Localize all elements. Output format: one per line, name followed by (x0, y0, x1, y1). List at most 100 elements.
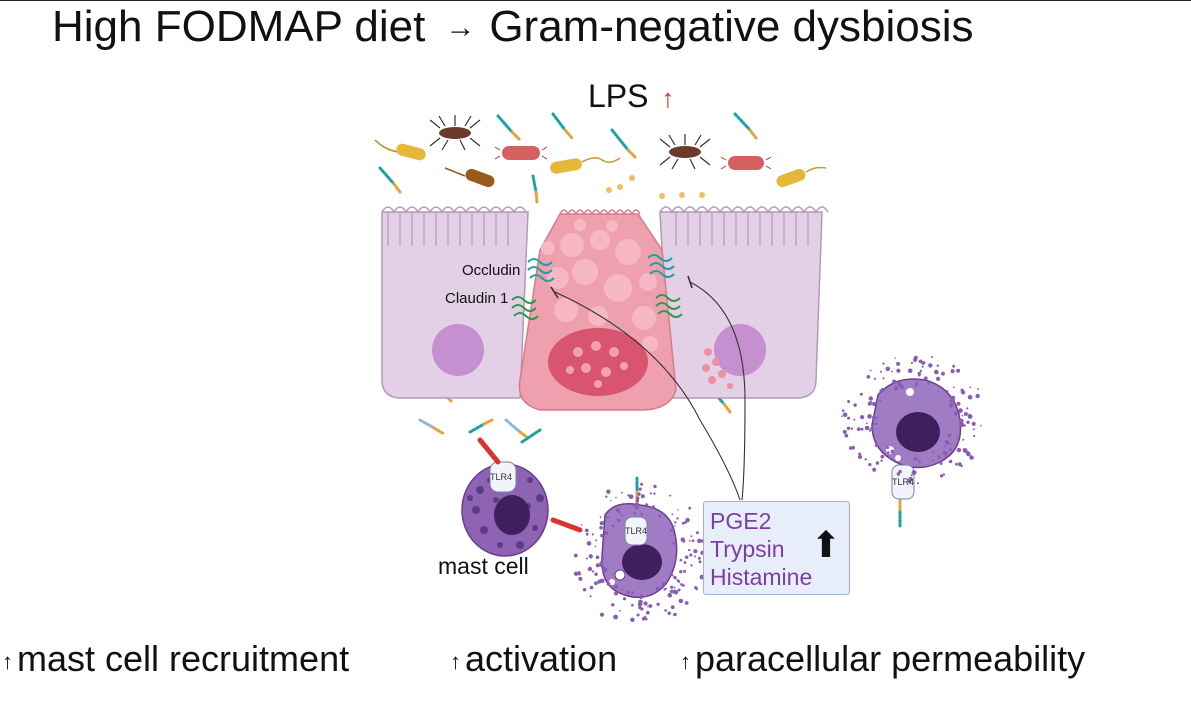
tlr4-receptor-icon (489, 461, 517, 493)
granule-dot (844, 433, 849, 438)
granule-dot (966, 420, 970, 424)
granule-dot (945, 440, 950, 445)
title-left: High FODMAP diet (52, 2, 426, 51)
granule-dot (694, 555, 696, 558)
granule-dot (638, 606, 642, 610)
granule-dot (937, 455, 941, 459)
granule-dot (913, 355, 918, 360)
granule-dot (868, 429, 872, 432)
granule-dot (936, 364, 939, 367)
granule-dot (871, 401, 877, 406)
granule-dot (669, 494, 672, 497)
granule-dot (917, 482, 919, 485)
granule-dot (631, 603, 634, 607)
granule-dot (872, 415, 876, 420)
granule-dot (638, 487, 642, 491)
granule-dot (644, 602, 648, 605)
granule-dot (956, 447, 962, 453)
granule-dot (977, 388, 979, 391)
granule-dot (599, 612, 605, 617)
granule-dot (586, 557, 588, 560)
granule-dot (853, 403, 857, 407)
tight-junction-claudin-right-icon (655, 294, 683, 318)
granule-dot (610, 499, 612, 502)
granule-dot (678, 598, 683, 604)
granule-dot (973, 434, 976, 438)
granule-dot (636, 496, 640, 500)
granule-dot (634, 502, 640, 508)
granule-dot (695, 531, 699, 535)
granule-dot (640, 494, 645, 499)
granule-dot (594, 581, 598, 586)
granule-dot (658, 514, 662, 518)
granule-dot (948, 443, 951, 446)
granule-dot (939, 462, 943, 465)
figure-title: High FODMAP diet→Gram-negative dysbiosis (52, 2, 974, 52)
granule-dot (656, 602, 660, 606)
granule-dot (919, 369, 923, 373)
granule-dot (896, 368, 901, 373)
granule-dot (628, 494, 634, 500)
granule-dot (622, 597, 627, 601)
granule-dot (677, 509, 679, 511)
granule-dot (616, 518, 619, 521)
granule-dot (869, 369, 872, 372)
granule-dot (606, 516, 610, 519)
granule-dot (677, 588, 681, 592)
granule-dot (689, 553, 693, 557)
granule-dot (595, 539, 598, 542)
bacteria-group (374, 115, 827, 188)
granule-dot (914, 383, 918, 387)
granule-dot (961, 414, 964, 417)
granule-dot (595, 555, 600, 560)
granule-dot (689, 539, 691, 542)
granule-dot (580, 524, 583, 526)
granule-dot (591, 533, 594, 536)
granule-dot (586, 541, 592, 546)
granule-dot (969, 386, 972, 389)
granule-dot (573, 553, 578, 558)
granule-dot (923, 376, 928, 381)
granule-dot (620, 514, 624, 517)
granule-dot (578, 570, 580, 573)
granule-dot (913, 457, 917, 461)
granule-dot (613, 584, 619, 589)
granule-dot (626, 590, 630, 595)
granule-dot (966, 407, 969, 410)
granule-dot (842, 429, 847, 434)
granule-dot (841, 409, 845, 413)
granule-dot (856, 427, 861, 431)
degranulation-particles (573, 355, 982, 622)
mediator-histamine: Histamine (710, 564, 813, 590)
mast-cell-nucleus (494, 495, 530, 535)
granule-dot (636, 613, 640, 617)
granule-dot (645, 617, 648, 621)
granule-dot (671, 574, 674, 577)
granule-dot (957, 462, 962, 467)
granule-dot (882, 377, 885, 380)
granule-dot (887, 451, 890, 454)
granule-dot (597, 579, 602, 584)
effect-activation-text: activation (465, 638, 618, 679)
granule-dot (695, 550, 698, 553)
granule-dot (892, 379, 897, 384)
granule-dot (602, 567, 608, 573)
bacterium-flagellated-brown-2-icon (659, 134, 711, 170)
granule-dot (868, 463, 872, 467)
granule-dot (680, 537, 685, 542)
granule-dot (896, 472, 901, 476)
granule-dot (850, 427, 854, 430)
granule-dot (949, 448, 953, 452)
granule-dot (968, 413, 971, 416)
granule-dot (688, 548, 691, 552)
granule-dot (676, 517, 679, 520)
goblet-nucleus (548, 328, 648, 396)
granule-dot (602, 520, 605, 523)
granule-dot (907, 479, 912, 484)
granule-dot (915, 381, 918, 385)
bacterium-red-rod-2-icon (720, 156, 772, 170)
granules-right (702, 348, 733, 389)
up-arrow-icon: ↑ (450, 649, 461, 674)
secreted-particles (606, 175, 705, 199)
granule-dot (617, 519, 621, 523)
